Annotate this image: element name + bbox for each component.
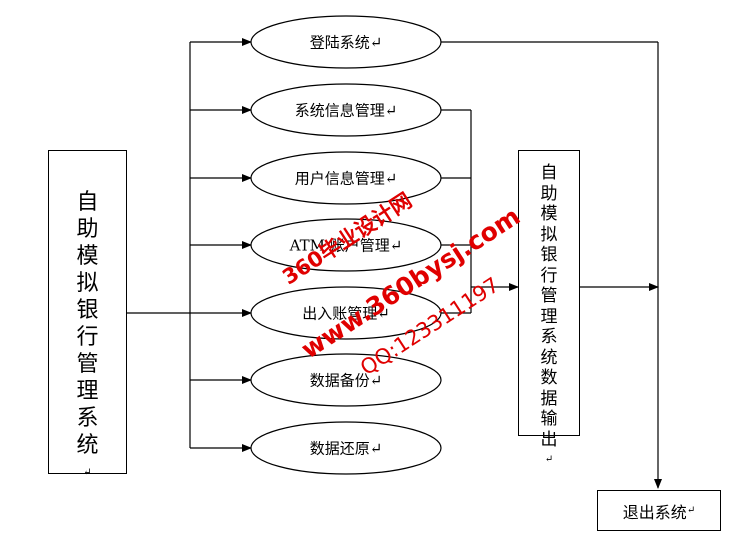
module-ellipse-restore — [250, 421, 442, 475]
main-system-label: 自 助 模 拟 银 行 管 理 系 统 ↵ — [49, 189, 126, 486]
main-char: 理 — [76, 379, 99, 404]
module-label-atm: ATM 账户管理↵ — [289, 236, 403, 255]
module-label-restore: 数据还原↵ — [309, 439, 383, 458]
module-ellipse-backup — [250, 353, 442, 407]
output-char: 行 — [540, 265, 558, 286]
main-char: 系 — [76, 406, 99, 431]
exit-system-label: 退出系统 — [622, 502, 687, 522]
module-ellipse-login — [250, 15, 442, 69]
main-system-box: 自 助 模 拟 银 行 管 理 系 统 ↵ — [48, 150, 127, 478]
paragraph-mark: ↵ — [686, 505, 696, 516]
module-label-backup: 数据备份↵ — [309, 371, 383, 390]
paragraph-mark: ↵ — [83, 467, 92, 478]
output-char: 模 — [540, 204, 558, 224]
main-char: 行 — [76, 325, 99, 350]
output-char: 自 — [540, 163, 558, 183]
main-char: 统 — [76, 433, 99, 458]
output-char: 管 — [540, 286, 558, 306]
module-ellipse-atm — [250, 218, 442, 272]
output-char: 系 — [540, 327, 558, 347]
output-char: 数 — [540, 368, 558, 388]
module-label-sysinfo: 系统信息管理↵ — [294, 101, 398, 120]
main-char: 拟 — [76, 271, 99, 296]
data-output-label: 自 助 模 拟 银 行 管 理 系 统 数 据 输 出 ↵ — [519, 163, 579, 471]
output-char: 据 — [540, 388, 558, 409]
output-char: 输 — [540, 409, 558, 429]
output-char: 统 — [540, 347, 558, 368]
main-char: 助 — [76, 217, 99, 242]
output-char: 理 — [540, 306, 558, 327]
output-char: 助 — [540, 183, 558, 204]
exit-system-box: 退出系统↵ — [597, 490, 721, 531]
module-ellipse-sysinfo — [250, 83, 442, 137]
output-char: 出 — [540, 429, 558, 450]
output-char: 拟 — [540, 224, 558, 245]
module-ellipse-inout — [250, 286, 442, 340]
output-char: 银 — [540, 245, 558, 265]
main-char: 自 — [76, 190, 99, 215]
module-label-inout: 出入账管理↵ — [302, 304, 390, 323]
main-char: 银 — [76, 298, 99, 323]
module-ellipse-userinfo — [250, 151, 442, 205]
paragraph-mark: ↵ — [544, 454, 554, 465]
data-output-box: 自 助 模 拟 银 行 管 理 系 统 数 据 输 出 ↵ — [518, 150, 580, 465]
main-char: 管 — [76, 352, 99, 377]
main-char: 模 — [76, 244, 99, 269]
module-label-login: 登陆系统↵ — [309, 33, 383, 52]
module-label-userinfo: 用户信息管理↵ — [294, 169, 398, 188]
